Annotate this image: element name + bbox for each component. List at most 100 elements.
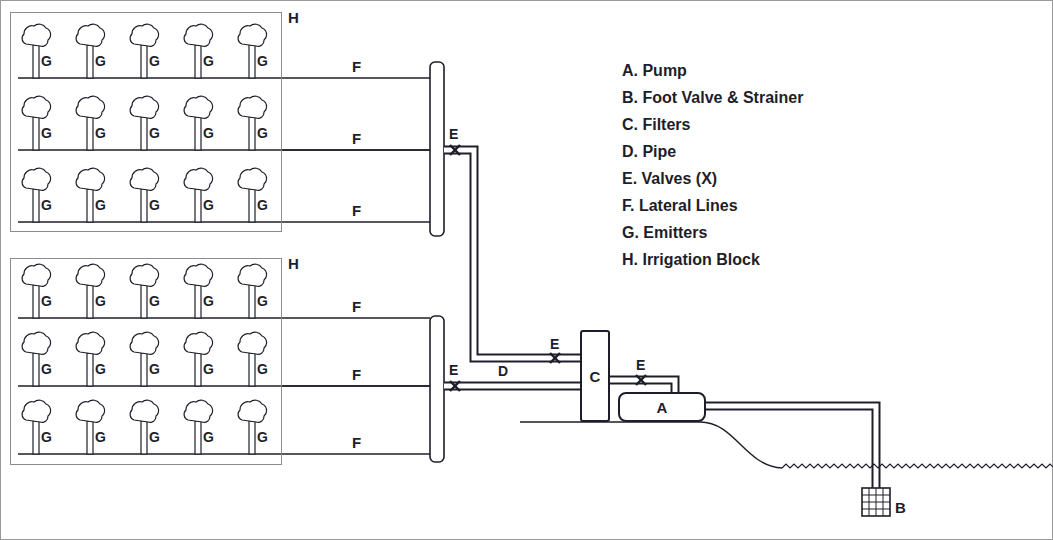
emitter-label: G (149, 293, 160, 309)
tree-icon (76, 168, 104, 190)
valve-symbol (636, 375, 646, 385)
lateral-line (18, 77, 430, 79)
tree-icon (130, 264, 158, 286)
emitter-label: G (257, 53, 268, 69)
tree-icon (76, 24, 104, 46)
emitter-tube (195, 285, 201, 318)
lateral-label: F (352, 366, 361, 383)
lateral-line (18, 453, 430, 455)
block-letter: H (288, 9, 299, 26)
pipe-connector (282, 386, 580, 387)
emitter-tube (87, 189, 93, 222)
strainer-grid (862, 509, 890, 510)
tree-icon (184, 400, 212, 422)
legend-item: D. Pipe (622, 143, 676, 161)
strainer-grid (883, 488, 884, 516)
tree-icon (238, 264, 266, 286)
intake-pipe (706, 406, 876, 488)
water-surface (782, 464, 1053, 468)
lateral-label: F (352, 130, 361, 147)
emitter-tube (33, 285, 39, 318)
valve-symbol (550, 353, 560, 363)
valve-label: E (550, 336, 559, 352)
legend-item: A. Pump (622, 62, 687, 80)
emitter-label: G (257, 361, 268, 377)
emitter-label: G (41, 197, 52, 213)
emitter-label: G (95, 293, 106, 309)
pipe-segment (444, 150, 580, 358)
legend-item: E. Valves (X) (622, 170, 717, 188)
emitter-tube (195, 189, 201, 222)
emitter-label: G (95, 197, 106, 213)
valve-symbol (450, 381, 460, 391)
valve-label: E (636, 357, 645, 373)
tree-icon (238, 332, 266, 354)
intake-pipe (706, 406, 876, 488)
lateral-label: F (352, 434, 361, 451)
lateral-feed (282, 385, 430, 387)
emitter-label: G (203, 361, 214, 377)
valve-label: E (449, 126, 458, 142)
emitter-label: G (41, 53, 52, 69)
valve-symbol (450, 145, 460, 155)
filter-box: C (580, 330, 610, 422)
emitter-tube (33, 117, 39, 150)
tree-icon (238, 168, 266, 190)
emitter-label: G (149, 125, 160, 141)
part-letter: B (895, 499, 906, 516)
emitter-tube (33, 45, 39, 78)
valve-symbol (450, 145, 460, 155)
emitter-tube (141, 117, 147, 150)
legend-item: G. Emitters (622, 224, 707, 242)
emitter-label: G (149, 361, 160, 377)
tree-icon (76, 96, 104, 118)
pipe-label: D (498, 364, 508, 379)
emitter-tube (195, 117, 201, 150)
header-pipe (430, 62, 444, 236)
emitter-label: G (95, 53, 106, 69)
emitter-tube (249, 353, 255, 386)
emitter-label: G (257, 197, 268, 213)
emitter-tube (195, 421, 201, 454)
emitter-tube (87, 285, 93, 318)
tree-icon (22, 332, 50, 354)
tree-icon (238, 96, 266, 118)
legend-item: F. Lateral Lines (622, 197, 738, 215)
valve-symbol (636, 375, 646, 385)
legend-item: B. Foot Valve & Strainer (622, 89, 803, 107)
valve-label: E (449, 362, 458, 378)
emitter-label: G (95, 125, 106, 141)
tree-icon (184, 332, 212, 354)
header-pipe (430, 316, 444, 462)
emitter-tube (141, 353, 147, 386)
legend-item: C. Filters (622, 116, 690, 134)
tree-icon (184, 264, 212, 286)
emitter-tube (249, 285, 255, 318)
lateral-line (18, 221, 430, 223)
lateral-line (18, 149, 430, 151)
tree-icon (22, 24, 50, 46)
emitter-label: G (257, 293, 268, 309)
pipe-segment (444, 150, 580, 358)
tree-icon (76, 400, 104, 422)
lateral-label: F (352, 298, 361, 315)
emitter-label: G (41, 125, 52, 141)
emitter-label: G (149, 429, 160, 445)
tree-icon (22, 264, 50, 286)
lateral-line (18, 385, 430, 387)
part-letter: A (657, 399, 668, 416)
emitter-tube (33, 189, 39, 222)
emitter-tube (195, 45, 201, 78)
tree-icon (22, 96, 50, 118)
tree-icon (238, 24, 266, 46)
emitter-tube (249, 45, 255, 78)
emitter-tube (87, 421, 93, 454)
tree-icon (238, 400, 266, 422)
emitter-label: G (149, 197, 160, 213)
tree-icon (22, 168, 50, 190)
emitter-tube (141, 189, 147, 222)
emitter-label: G (95, 429, 106, 445)
tree-icon (130, 24, 158, 46)
